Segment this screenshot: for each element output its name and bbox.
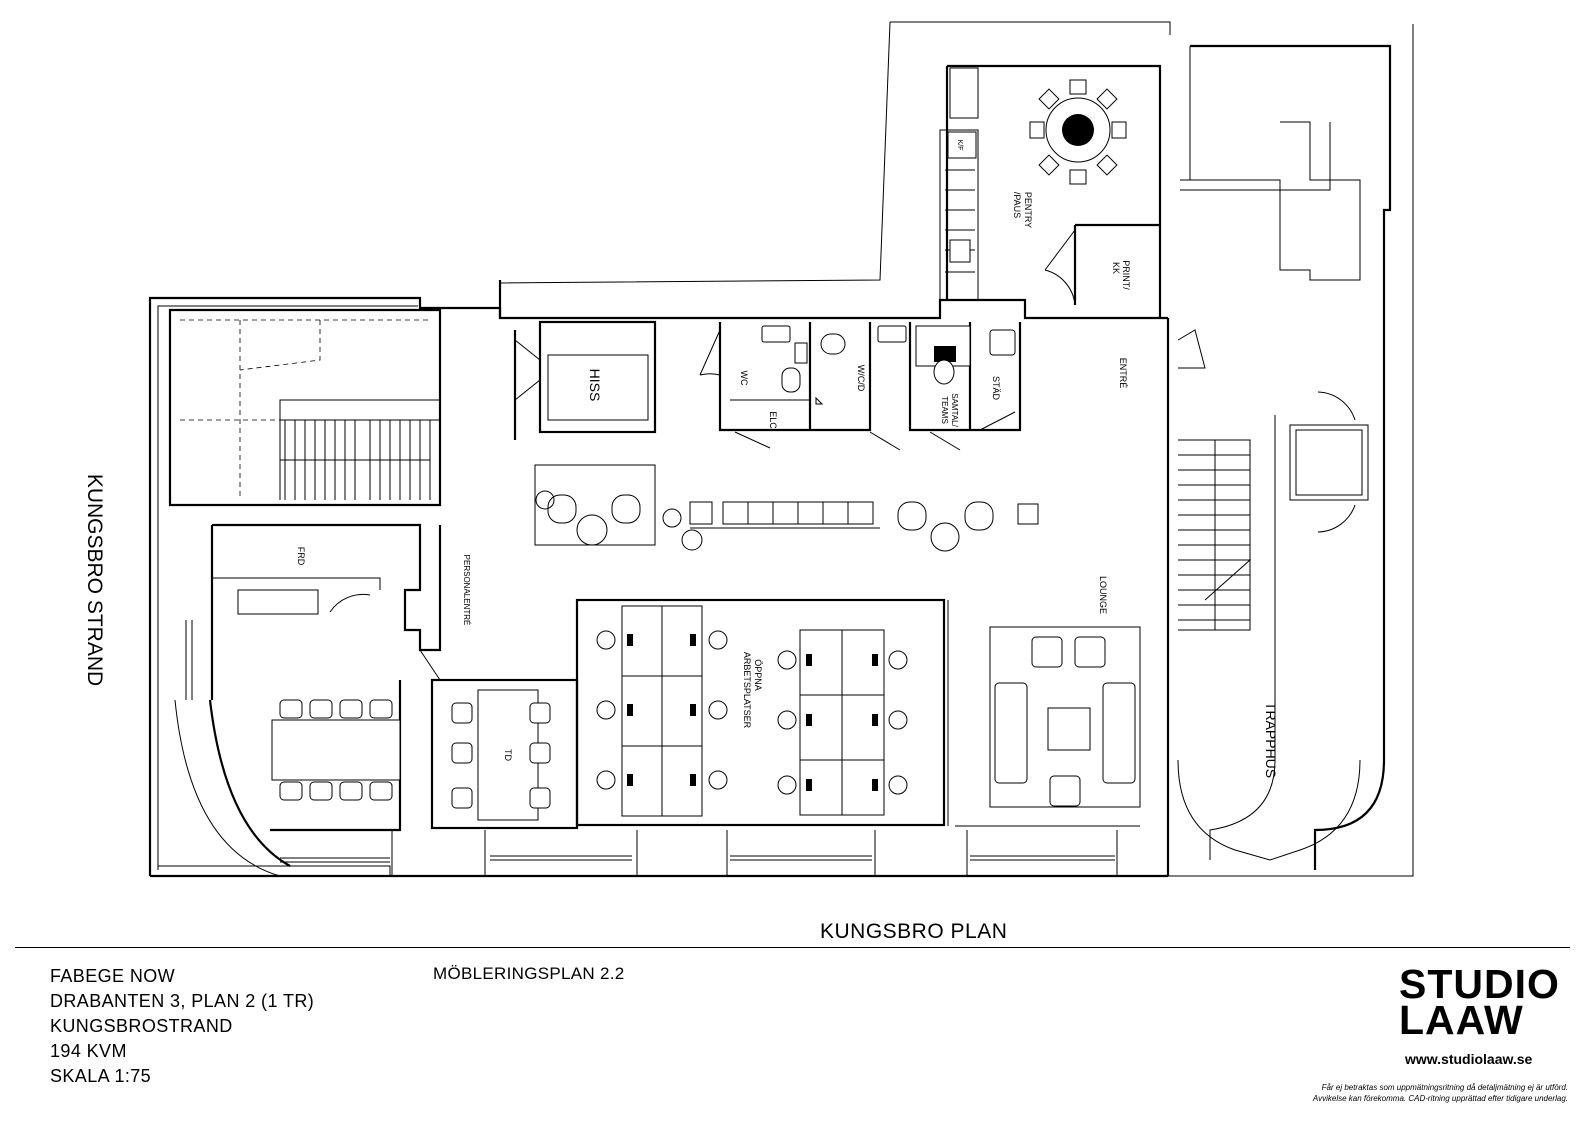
room-label-stad: STÄD — [991, 376, 1001, 401]
studio-website: www.studiolaaw.se — [1405, 1051, 1533, 1067]
street-label-bottom: KUNGSBRO PLAN — [820, 920, 1008, 943]
project-street: KUNGSBROSTRAND — [50, 1016, 233, 1036]
disclaimer-line-1: Får ej betraktas som uppmätningsritning … — [1321, 1083, 1568, 1092]
room-label-oppna-2: ARBETSPLATSER — [742, 652, 752, 729]
title-block-divider — [15, 947, 1570, 948]
elevator-shaft — [513, 320, 657, 440]
room-label-td: TD — [503, 749, 513, 761]
room-label-trapphus: TRAPPHUS — [1263, 702, 1279, 778]
studio-logo-line-1: STUDIO — [1399, 961, 1560, 1007]
project-area: 194 KVM — [50, 1041, 127, 1061]
room-label-samtal-2: TEAMS — [940, 396, 949, 424]
room-label-print-2: KK — [1111, 262, 1121, 274]
room-label-print-1: PRINT/ — [1121, 260, 1131, 290]
room-label-pentry-1: PENTRY — [1023, 192, 1033, 228]
project-info: FABEGE NOW DRABANTEN 3, PLAN 2 (1 TR) KU… — [50, 964, 314, 1089]
room-label-lounge: LOUNGE — [1098, 576, 1108, 614]
room-label-oppna-1: ÖPPNA — [753, 659, 763, 691]
room-label-elc: ELC — [768, 411, 778, 429]
room-label-personalentre: PERSONALENTRÉ — [462, 555, 471, 626]
corridor-furniture — [534, 464, 1039, 552]
exterior-walls — [148, 21, 1171, 878]
street-label-left: KUNGSBRO STRAND — [83, 474, 106, 686]
room-label-kf: K/F — [956, 140, 963, 151]
td-room — [419, 649, 579, 830]
facade-windows — [280, 830, 1118, 876]
sheet-title: MÖBLERINGSPLAN 2.2 — [433, 964, 625, 983]
west-rooms — [185, 523, 442, 832]
room-label-samtal-1: SAMTAL/ — [950, 393, 959, 427]
room-label-frd: FRD — [296, 547, 306, 566]
studio-logo-line-2: LAAW — [1399, 997, 1524, 1043]
room-label-wcd: W/C/D — [856, 365, 866, 392]
project-address: DRABANTEN 3, PLAN 2 (1 TR) — [50, 991, 315, 1011]
project-scale: SKALA 1:75 — [50, 1066, 152, 1086]
trapphus-building — [1168, 24, 1414, 877]
studio-logo: STUDIO LAAW — [1399, 961, 1560, 1043]
project-name: FABEGE NOW — [50, 966, 176, 986]
room-label-entre: ENTRÉ — [1118, 358, 1128, 389]
stair-top-left — [180, 319, 441, 500]
service-rooms — [699, 322, 1022, 451]
disclaimer: Får ej betraktas som uppmätningsritning … — [1313, 1082, 1568, 1104]
pentry-area — [939, 67, 1160, 306]
disclaimer-line-2: Avvikelse kan förekomma. CAD-ritning upp… — [1312, 1094, 1568, 1103]
lounge-area — [947, 600, 1141, 827]
room-label-hiss: HISS — [587, 369, 603, 402]
open-workspace — [575, 598, 946, 827]
room-label-wc: WC — [739, 371, 749, 386]
room-label-pentry-2: /PAUS — [1012, 192, 1022, 218]
